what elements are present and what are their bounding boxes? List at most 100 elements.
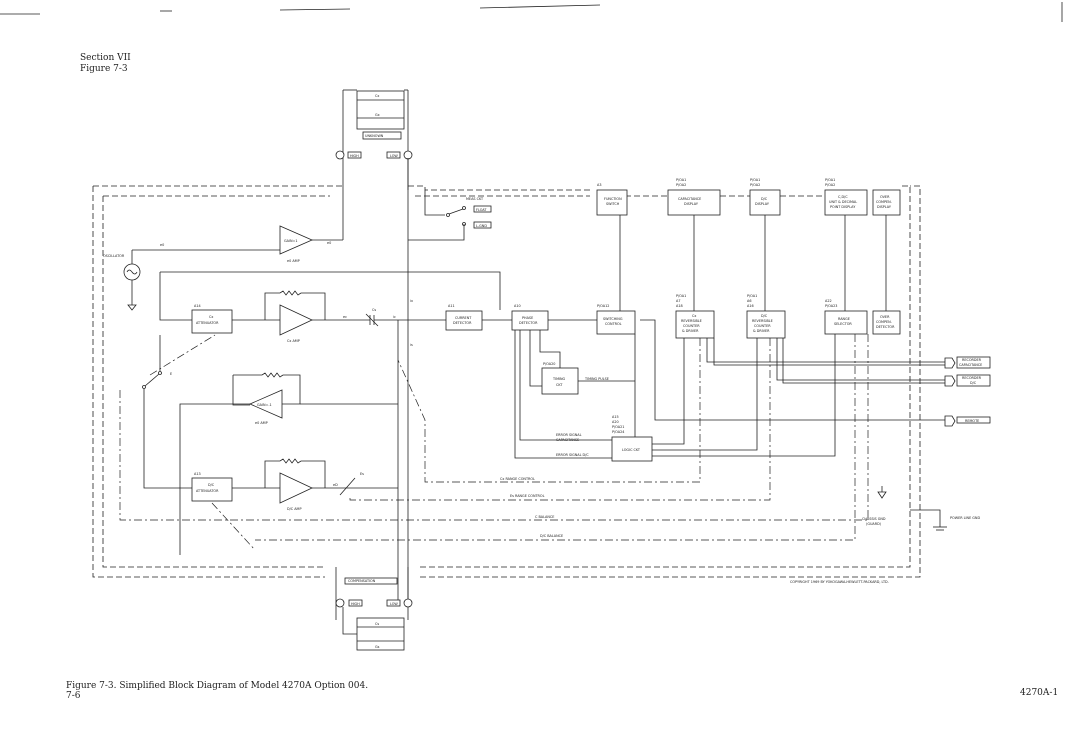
dcd-2: DISPLAY [755, 202, 770, 206]
cx-att-1: Cx [209, 315, 213, 319]
timing-pulse-label: TIMING PULSE [584, 377, 609, 381]
logic-a15: A15 [612, 415, 619, 419]
over-1: OVER [880, 195, 890, 199]
control-row [548, 310, 901, 339]
unknown-label: UNKNOWN [365, 134, 384, 138]
e-switch [142, 334, 216, 489]
dcd-pa1: P/OA1 [750, 178, 760, 182]
cap-2: DISPLAY [684, 202, 699, 206]
remote-label: REMOTE [965, 419, 979, 423]
logic-pa24: P/OA24 [612, 430, 624, 434]
current-2: DETECTOR [453, 321, 472, 325]
recorder-connectors [706, 338, 991, 427]
ovd-3: DETECTOR [876, 325, 895, 329]
logic-a20: A20 [612, 420, 619, 424]
timing-1: TIMING [552, 377, 566, 381]
rec-dc-2: D/C [970, 381, 977, 385]
ic-label: ic [393, 315, 396, 319]
dc-amp-label: D/C AMP [287, 507, 302, 511]
err-dc-label: ERROR SIGNAL D/C [556, 453, 589, 457]
unit-pa1: P/OA1 [825, 178, 835, 182]
copyright: COPYRIGHT 1969 BY YOKOGAWA-HEWLETT-PACKA… [790, 580, 889, 584]
cs-b-label: Cs [375, 622, 379, 626]
cap-pa2: P/OA2 [676, 183, 686, 187]
figure-label: Figure 7-3 [80, 64, 128, 74]
cx-amp-label: Cx AMP [287, 339, 300, 343]
rec-cap-2: CAPACITANCE [959, 363, 982, 367]
e0-label: e0 [160, 243, 164, 247]
ovd-1: OVER [880, 315, 890, 319]
is-label: is [410, 343, 413, 347]
pa12-label: P/OA12 [597, 304, 609, 308]
dcrev-pa1: P/OA1 [747, 294, 757, 298]
cx-label: Cx [375, 94, 379, 98]
timing-2: CKT [556, 383, 563, 387]
cxrev-3: COUNTER [683, 324, 700, 328]
meas-ckt-switch [408, 190, 492, 241]
guard-outline [92, 185, 921, 578]
unit-2: UNIT & DECIMAL [829, 200, 857, 204]
c-bal-label: C BALANCE [535, 515, 554, 519]
chassis-1: CHASSIS GND [862, 517, 886, 521]
float-label: FLOAT [476, 208, 487, 212]
e0-amp-label: e0 AMP [287, 259, 300, 263]
gain1-label: GAIN=1 [284, 239, 297, 243]
a3-label: A3 [597, 183, 601, 187]
dcrev-1: D/C [761, 314, 768, 318]
unknown-fixture [335, 89, 413, 190]
logic-label: LOGIC CKT [622, 448, 641, 452]
over-3: DISPLAY [877, 205, 892, 209]
gain-m1-label: GAIN=-1 [257, 403, 272, 407]
a13-label: A13 [194, 472, 201, 476]
over-2: COMPEN. [876, 200, 892, 204]
phase-1: PHASE [522, 316, 533, 320]
oscillator-label: OSCILLATOR [103, 254, 125, 258]
ed-label: eD [333, 483, 338, 487]
unit-3: POINT DISPLAY [830, 205, 856, 209]
gx-label: Gx [375, 113, 380, 117]
ground-symbols [877, 486, 947, 531]
a11-label: A11 [448, 304, 455, 308]
err-cap-1: ERROR SIGNAL [556, 433, 582, 437]
control-lines [119, 334, 869, 541]
chassis-2: (GUARD) [866, 522, 882, 526]
es-range-label: Es RANGE CONTROL [510, 494, 545, 498]
section-label: Section VII [80, 53, 131, 63]
display-row [596, 189, 901, 311]
phase-2: DETECTOR [519, 321, 538, 325]
low2-label: LOW [390, 602, 398, 606]
cx-section [159, 271, 549, 336]
a10-label: A10 [514, 304, 521, 308]
cxrev-a7: A7 [676, 299, 680, 303]
cx-att-2: ATTENUATOR [196, 321, 219, 325]
pa20-label: P/OA20 [543, 362, 555, 366]
func-1: FUNCTION [604, 197, 622, 201]
dcrev-a6: A6 [747, 299, 751, 303]
dc-att-1: D/C [208, 483, 215, 487]
timing-ckt [529, 330, 635, 395]
logic-ckt [514, 319, 945, 462]
power-gnd-label: POWER LINE GND [950, 516, 980, 520]
cxrev-4: & DRIVER [682, 329, 699, 333]
range-pa23: P/OA23 [825, 304, 837, 308]
e0-inverting-amp [179, 372, 398, 555]
e-label: E [170, 372, 172, 376]
rec-dc-1: RECORDER [962, 376, 982, 380]
dcrev-4: & DRIVER [753, 329, 770, 333]
cxrev-a18: A18 [676, 304, 683, 308]
high2-label: HIGH [351, 602, 360, 606]
high-label: HIGH [350, 154, 359, 158]
logic-pa21: P/OA21 [612, 425, 624, 429]
dc-bal-label: D/C BALANCE [540, 534, 563, 538]
cxrev-2: REVERSIBLE [681, 319, 702, 323]
es-label: Es [360, 472, 364, 476]
dc-att-2: ATTENUATOR [196, 489, 219, 493]
ix-label: ix [410, 299, 413, 303]
rec-cap-1: RECORDER [962, 358, 982, 362]
range-a22: A22 [825, 299, 832, 303]
compensation-label: COMPENSATION [348, 579, 376, 583]
oscillator [123, 225, 343, 311]
gs-label: Gs [375, 645, 380, 649]
dc-section [191, 458, 398, 551]
